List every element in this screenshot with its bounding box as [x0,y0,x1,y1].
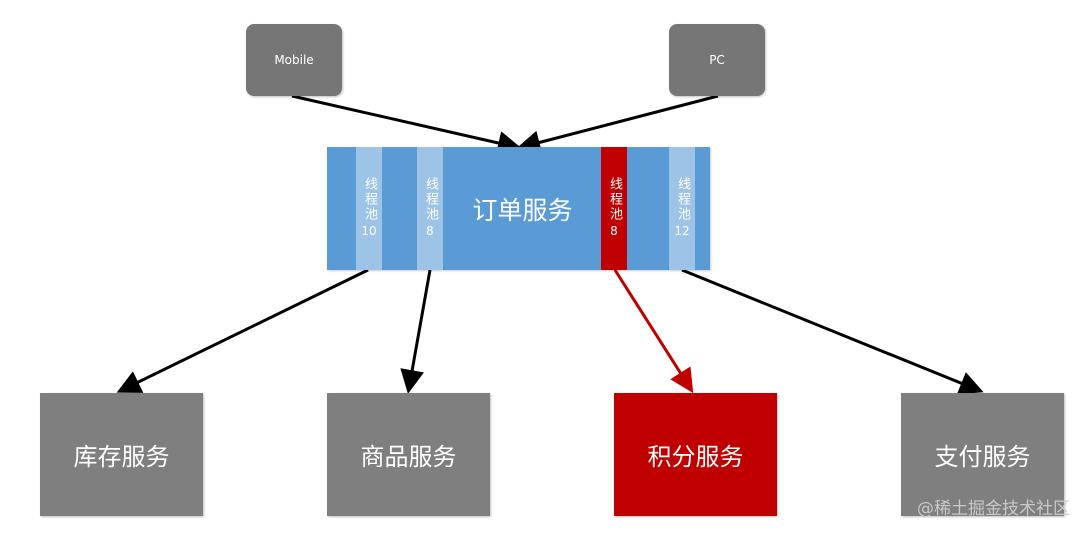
points-service-label: 积分服务 [647,443,744,471]
arrow-pool2-to-product [400,269,432,394]
payment-service-label: 支付服务 [934,443,1031,471]
client-mobile: Mobile [246,24,342,96]
thread-pool-4-size: 12 [674,224,690,238]
product-service-label: 商品服务 [360,443,457,471]
arrow-pool4-to-payment [681,268,984,395]
order-service-bar [327,147,710,270]
client-mobile-label: Mobile [274,53,314,67]
arrow-pool3-to-points [613,269,694,394]
watermark: @稀土掘金技术社区 [917,499,1070,519]
arrow-mobile-to-order [291,94,522,155]
thread-pool-4: 线程池 12 [669,147,695,270]
client-pc: PC [669,24,765,96]
arrow-pool1-to-inventory [116,268,369,393]
order-service-title: 订单服务 [472,195,573,225]
thread-pool-1-size: 10 [361,224,377,238]
thread-pool-3: 线程池 8 [601,147,627,270]
thread-pool-2-label: 线程池 [423,177,438,222]
arrow-pc-to-order [516,94,719,155]
client-pc-label: PC [709,53,725,67]
inventory-service-label: 库存服务 [73,443,170,471]
thread-pool-3-label: 线程池 [607,177,622,222]
thread-pool-1-label: 线程池 [362,177,377,222]
inventory-service: 库存服务 [40,393,203,516]
thread-pool-3-size: 8 [610,224,618,238]
thread-pool-2-size: 8 [426,224,434,238]
payment-service: 支付服务 [901,393,1064,516]
thread-pool-2: 线程池 8 [417,147,443,270]
points-service: 积分服务 [614,393,777,516]
thread-pool-4-label: 线程池 [675,177,690,222]
thread-pool-1: 线程池 10 [356,147,382,270]
product-service: 商品服务 [327,393,490,516]
